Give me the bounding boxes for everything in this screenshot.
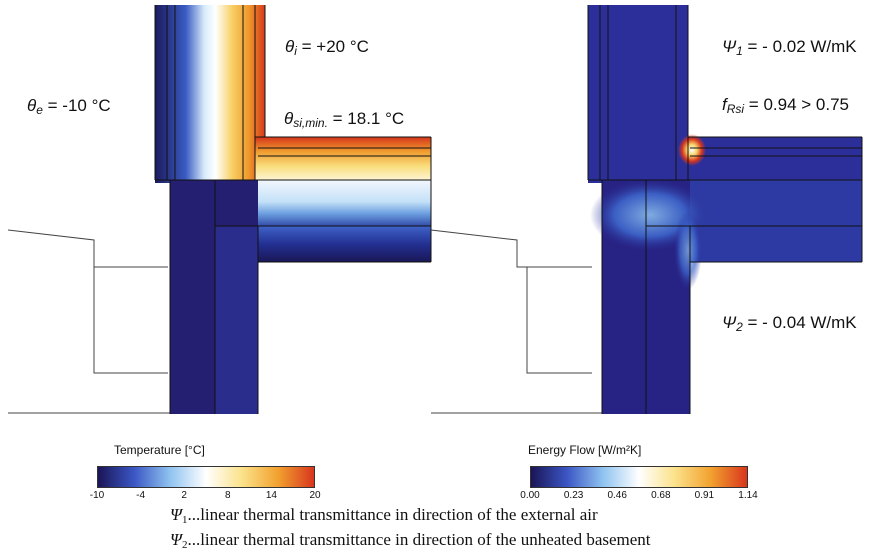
temperature-tick-label: 8 [225,490,231,501]
right-layer-lines [587,5,863,414]
temperature-tick-label: 2 [181,490,187,501]
floor-heated-field [255,137,431,185]
left-temperature-panel [7,5,432,414]
psi1-label: Ψ1 = - 0.02 W/mK [722,37,857,58]
temperature-tick-label: 20 [309,490,321,501]
energy-colorbar [530,466,748,488]
lower-wall-inner [215,226,258,414]
energy-tick-label: 0.46 [607,490,627,501]
energy-colorbar-title: Energy Flow [W/m²K] [528,443,642,457]
theta-si-min-label: θsi,min. = 18.1 °C [284,109,405,130]
energy-tick-label: 1.14 [738,490,758,501]
right-energy-panel [430,5,863,414]
energy-tick-label: 0.23 [563,490,584,501]
frsi-label: fRsi = 0.94 > 0.75 [722,95,849,116]
right-ground-outline [430,229,592,268]
upper-wall-field [155,5,265,183]
temperature-colorbar-title: Temperature [°C] [114,443,205,457]
energy-tick-label: 0.91 [694,490,715,501]
temperature-colorbar [97,466,315,488]
left-ground-outline [7,229,168,268]
temperature-tick-label: -10 [89,490,105,501]
temperature-tick-label: -4 [136,490,146,501]
right-hot-spot [678,134,706,166]
right-upper-wall [588,5,688,183]
right-ground-lower [526,267,592,374]
psi2-label: Ψ2 = - 0.04 W/mK [722,313,857,334]
caption-psi2: Ψ2...linear thermal transmittance in dir… [170,530,651,551]
left-layer-lines [154,5,432,414]
theta-i-label: θi = +20 °C [285,37,369,58]
right-floor [680,137,862,185]
temperature-tick-label: 14 [265,490,277,501]
caption-psi1: Ψ1...linear thermal transmittance in dir… [170,505,598,526]
energy-tick-label: 0.68 [651,490,671,501]
right-junction-glow [674,210,702,290]
theta-e-label: θe = -10 °C [27,96,111,117]
energy-tick-label: 0.00 [520,490,540,501]
left-ground-lower [93,267,168,374]
